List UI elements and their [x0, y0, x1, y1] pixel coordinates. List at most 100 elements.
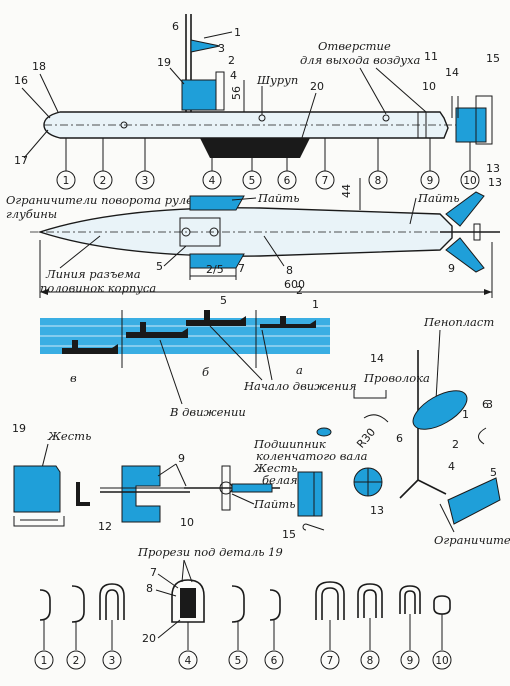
air-hole-label-2: для выхода воздуха — [300, 53, 420, 67]
svg-text:13: 13 — [486, 162, 500, 175]
solder-label-1: Пайть — [257, 191, 299, 205]
tin-part — [13, 465, 61, 513]
limiters-label: Ограничители — [434, 533, 510, 547]
svg-text:13: 13 — [488, 176, 502, 189]
svg-text:2: 2 — [296, 284, 303, 297]
propeller — [353, 467, 383, 497]
stern-assembly — [121, 465, 161, 523]
solder-label-3: Пайть — [253, 497, 295, 511]
keel — [200, 138, 310, 158]
part-15 — [297, 471, 323, 517]
svg-text:9: 9 — [427, 175, 434, 187]
section-4-body — [171, 579, 205, 623]
svg-text:11: 11 — [424, 50, 438, 63]
svg-text:7: 7 — [150, 566, 157, 579]
svg-text:9: 9 — [407, 655, 414, 667]
svg-text:15: 15 — [282, 528, 296, 541]
svg-text:8: 8 — [286, 264, 293, 277]
foam-float — [412, 390, 468, 430]
dim-56: 56 — [230, 86, 243, 100]
svg-text:15: 15 — [486, 52, 500, 65]
svg-text:1: 1 — [462, 408, 469, 421]
side-view: 56 Шуруп Отверстие для выхода воздуха 1 … — [14, 14, 500, 190]
position-b: б — [202, 365, 210, 379]
water-scene: в б а 5 2 1 Начало движения В движении — [40, 284, 357, 419]
tin-label: Жесть — [47, 429, 91, 443]
tail-fin-top — [445, 191, 485, 227]
stern-block — [455, 107, 487, 143]
svg-text:18: 18 — [32, 60, 46, 73]
submarine-b1 — [186, 310, 246, 326]
parting-line-label-1: Линия разъема — [45, 267, 141, 281]
tin-num: 19 — [12, 422, 26, 435]
svg-text:1: 1 — [63, 175, 70, 187]
svg-text:2: 2 — [73, 655, 80, 667]
svg-text:4: 4 — [230, 69, 237, 82]
white-tin-label-1: Жесть — [253, 461, 297, 475]
section-labels: 1 2 3 4 5 6 7 8 9 10 — [34, 614, 452, 670]
wire-frame — [399, 350, 447, 499]
svg-text:14: 14 — [445, 66, 459, 79]
slots-label: Прорези под деталь 19 — [137, 545, 283, 559]
radius-label: R30 — [354, 426, 378, 451]
front-fin-top — [189, 195, 245, 211]
rudder-limiters-label-1: Ограничители поворота рулей — [6, 193, 200, 207]
solder-label-2: Пайть — [417, 191, 459, 205]
svg-text:8: 8 — [375, 175, 382, 187]
svg-text:10: 10 — [435, 655, 448, 667]
svg-text:2: 2 — [100, 175, 107, 187]
section-markers: 1 2 3 4 5 6 7 8 9 10 — [56, 138, 480, 190]
bearing-label-1: Подшипник — [253, 437, 326, 451]
parting-line-label-2: половинок корпуса — [40, 281, 156, 295]
svg-text:1: 1 — [234, 26, 241, 39]
svg-text:8: 8 — [367, 655, 374, 667]
svg-text:5: 5 — [249, 175, 256, 187]
limiter-plate — [447, 477, 501, 525]
wire-num: 14 — [370, 352, 384, 365]
svg-text:3: 3 — [142, 175, 149, 187]
svg-text:1: 1 — [41, 655, 48, 667]
start-motion-label: Начало движения — [243, 379, 357, 393]
white-tin-label-2: белая — [262, 473, 298, 487]
svg-text:8: 8 — [146, 582, 153, 595]
wire-label: Проволока — [363, 371, 430, 385]
rudder-limiters-label-2: глубины — [6, 207, 57, 221]
svg-text:6: 6 — [396, 432, 403, 445]
svg-text:6: 6 — [284, 175, 291, 187]
svg-text:6: 6 — [172, 20, 179, 33]
submarine-v — [62, 340, 118, 354]
svg-text:5: 5 — [220, 294, 227, 307]
svg-text:5: 5 — [156, 260, 163, 273]
svg-text:3: 3 — [486, 398, 493, 411]
svg-text:7: 7 — [238, 262, 245, 275]
in-motion-label: В движении — [169, 405, 246, 419]
screw-label: Шуруп — [256, 73, 298, 87]
svg-text:4: 4 — [448, 460, 455, 473]
fraction-25: 2/5 — [206, 263, 224, 276]
svg-text:16: 16 — [14, 74, 28, 87]
svg-text:7: 7 — [327, 655, 334, 667]
cross-sections: Прорези под деталь 19 7 8 20 1 2 3 4 5 6… — [34, 545, 452, 670]
details: Пенопласт 14 Проволока R30 Ограничители … — [12, 315, 510, 547]
flag — [190, 39, 221, 53]
air-hole-label-1: Отверстие — [318, 39, 391, 53]
tower-block — [181, 79, 217, 111]
submarine-a — [260, 316, 316, 328]
svg-text:20: 20 — [310, 80, 324, 93]
svg-text:4: 4 — [209, 175, 216, 187]
position-a: а — [296, 363, 303, 377]
top-view: Ограничители поворота рулей глубины Пайт… — [6, 176, 502, 298]
position-v: в — [70, 371, 77, 385]
svg-text:3: 3 — [218, 42, 225, 55]
svg-text:6: 6 — [271, 655, 278, 667]
svg-text:9: 9 — [448, 262, 455, 275]
dim-44: 44 — [340, 184, 353, 198]
svg-text:19: 19 — [157, 56, 171, 69]
svg-text:4: 4 — [185, 655, 192, 667]
hull-side — [43, 111, 449, 139]
svg-text:13: 13 — [370, 504, 384, 517]
svg-text:12: 12 — [98, 520, 112, 533]
svg-text:2: 2 — [228, 54, 235, 67]
